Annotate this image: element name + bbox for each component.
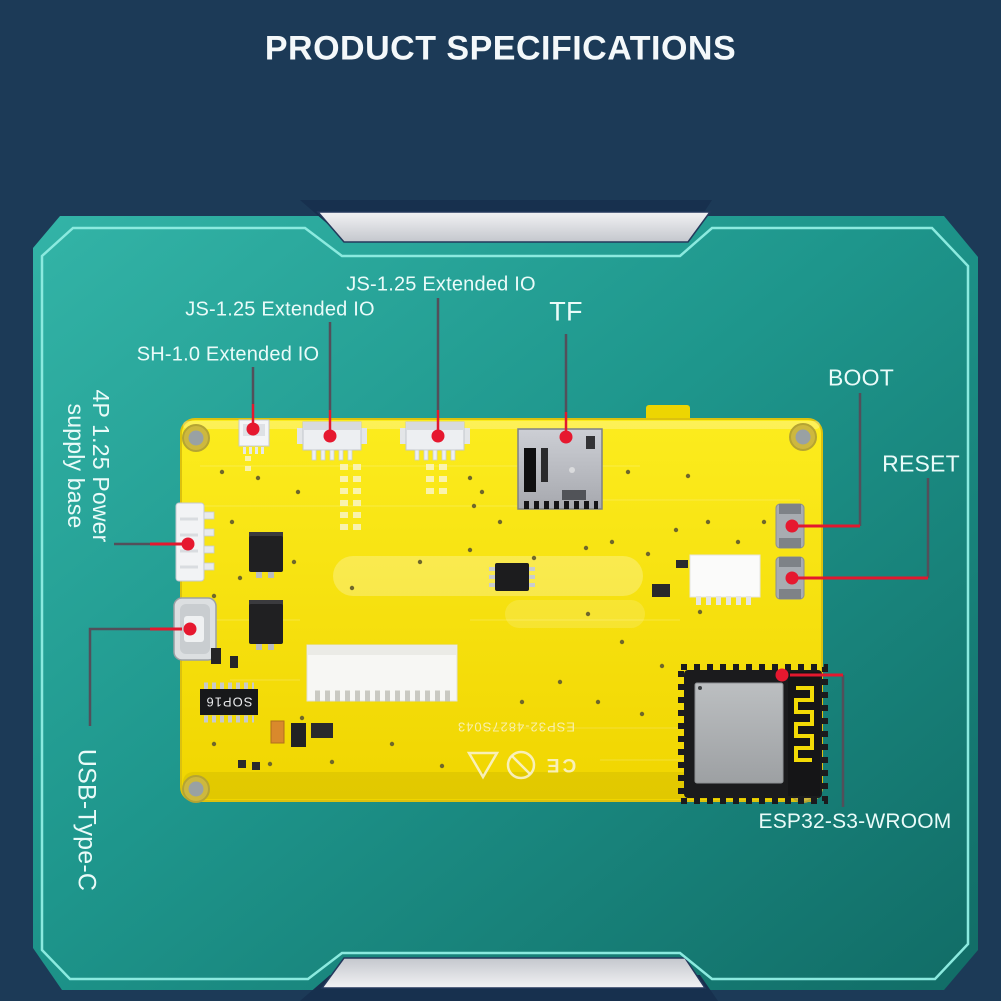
antenna-trace [794, 686, 814, 762]
callout-dot [246, 422, 260, 436]
leader-usb [88, 622, 197, 726]
label-power-line1: 4P 1.25 Power [88, 389, 114, 543]
leader-js125-right [431, 298, 445, 443]
leader-esp32 [775, 668, 845, 807]
no-trash-icon [506, 750, 536, 780]
sop16-chip [200, 682, 258, 723]
label-js125-extended-io-upper: JS-1.25 Extended IO [346, 273, 536, 296]
callout-dot [775, 668, 789, 682]
callout-dot [323, 429, 337, 443]
callout-dot [785, 519, 799, 533]
label-boot: BOOT [828, 364, 894, 391]
passive-components [211, 560, 688, 770]
callout-dot [431, 429, 445, 443]
voltage-regulator-1 [249, 532, 283, 578]
js125-connector-right [400, 421, 470, 500]
pcb-keepout-area [333, 556, 643, 596]
silkscreen-model-text: ESP32-4827S043 [456, 719, 576, 735]
label-power-supply-base: 4P 1.25 Power supply base [63, 389, 114, 543]
bottom-notch [300, 957, 718, 1001]
leader-js125-left [323, 322, 337, 443]
sop16-chip-label: SOP16 [205, 694, 253, 710]
label-js125-extended-io-lower: JS-1.25 Extended IO [185, 298, 375, 321]
label-usb-type-c: USB-Type-C [72, 748, 101, 892]
silkscreen-ce-mark: CE [543, 754, 577, 775]
voltage-regulator-2 [249, 600, 283, 650]
label-sh10-extended-io: SH-1.0 Extended IO [136, 343, 320, 366]
tf-card-slot [517, 428, 603, 510]
pcb-board [173, 405, 828, 804]
top-notch [300, 200, 712, 243]
white-connector [689, 554, 761, 605]
inner-border-line [40, 226, 970, 981]
label-esp32-s3-wroom: ESP32-S3-WROOM [758, 810, 952, 833]
esp32-s3-wroom-module [678, 664, 828, 804]
callout-dot [785, 571, 799, 585]
callout-dot [559, 430, 573, 444]
small-ic [489, 563, 535, 591]
leader-tf [559, 334, 573, 444]
page-title: PRODUCT SPECIFICATIONS [264, 29, 737, 68]
leader-power [114, 537, 195, 551]
fpc-display-connector [306, 644, 458, 702]
callout-dot [181, 537, 195, 551]
label-reset: RESET [882, 450, 960, 477]
label-tf: TF [549, 296, 583, 327]
callout-leaders [88, 298, 930, 807]
label-power-line2: supply base [63, 403, 89, 529]
leader-reset [785, 478, 930, 585]
leader-sh10 [246, 367, 260, 436]
recycle-triangle-icon [466, 751, 500, 780]
callout-dot [183, 622, 197, 636]
leader-boot [785, 393, 862, 533]
cert-marks [466, 750, 536, 780]
pcb-keepout-area-2 [505, 600, 645, 628]
